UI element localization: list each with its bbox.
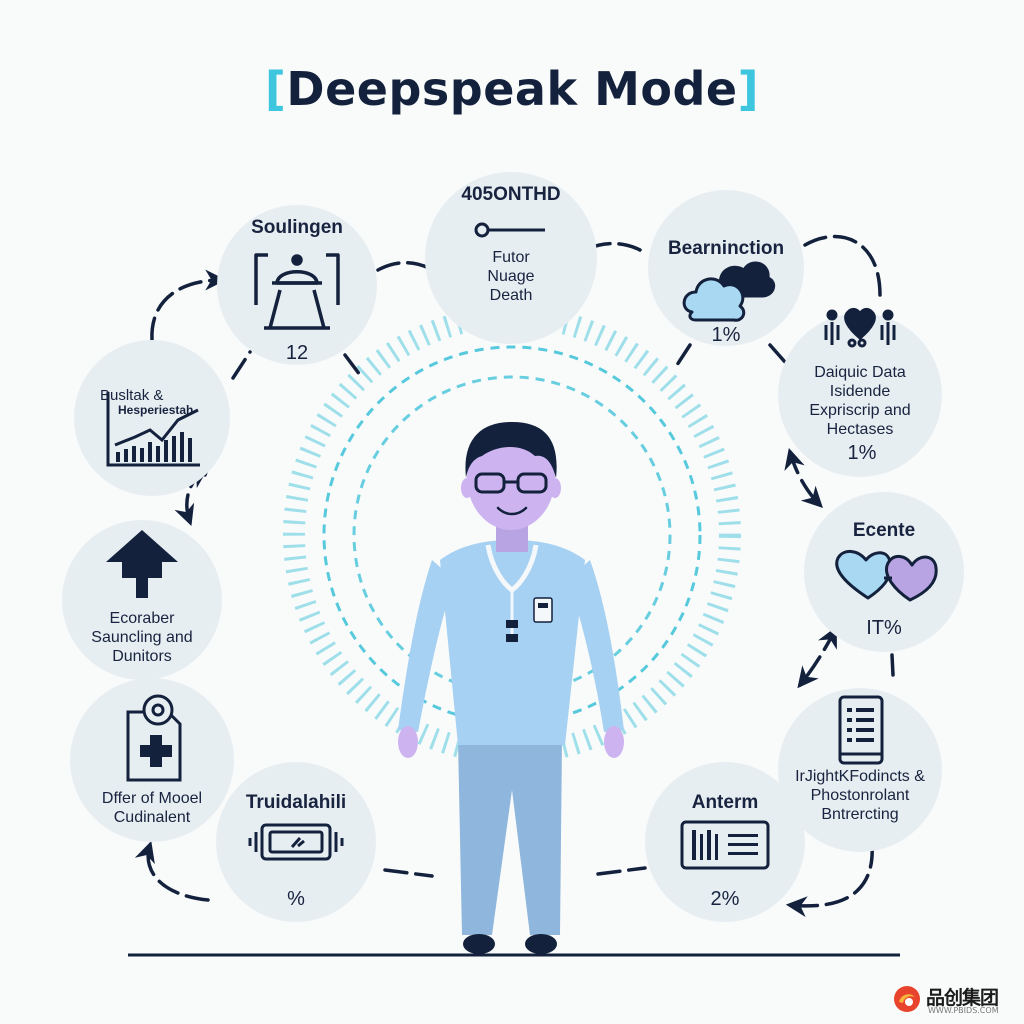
- node-right-lower-circle: [778, 688, 942, 852]
- arrow-bottom-left-spoke: [383, 868, 434, 878]
- node-left-middle-line-1: Ecoraber: [109, 610, 175, 627]
- bar-chart-icon: [106, 392, 200, 467]
- left-arm: [398, 560, 455, 732]
- node-top-right-value: 1%: [711, 324, 741, 346]
- node-top-left-circle: [217, 205, 377, 365]
- node-left-lower-line-1: Dffer of Mooel: [101, 790, 203, 807]
- node-top-right-circle: [648, 190, 804, 346]
- id-badge: [533, 597, 553, 623]
- hair: [465, 422, 557, 478]
- arrow-bottom-right-spoke: [596, 866, 647, 876]
- pants: [458, 740, 562, 935]
- node-left-upper-line-1: Busltak &: [100, 387, 164, 404]
- arrow-left-lower-up: [134, 840, 210, 902]
- node-top-center-line-1: Futor: [492, 249, 530, 266]
- house-arrow-icon: [106, 530, 178, 598]
- arrow-top-right-out: [803, 234, 882, 297]
- shirt: [440, 540, 585, 745]
- node-bottom-left-heading: Truidalahili: [245, 792, 347, 813]
- two-hearts-icon: [835, 550, 938, 602]
- left-ear: [461, 478, 473, 498]
- node-right-upper-line-3: Expriscrip and: [809, 402, 911, 419]
- node-top-center-line-2: Nuage: [487, 268, 535, 285]
- node-right-middle-value: IT%: [866, 617, 902, 639]
- smile: [496, 506, 528, 516]
- node-left-upper-circle: [74, 340, 230, 496]
- right-ear: [549, 478, 561, 498]
- title-open-bracket: [: [264, 62, 287, 116]
- node-top-center-line-3: Death: [489, 287, 533, 304]
- node-right-upper-value: 1%: [847, 442, 877, 464]
- node-left-lower-line-2: Cudinalent: [113, 809, 191, 826]
- node-left-middle-line-2: Sauncling and: [91, 629, 193, 646]
- node-top-left-value: 12: [285, 342, 309, 364]
- node-bottom-right-value: 2%: [710, 888, 740, 910]
- arrow-right-lower-in: [785, 843, 874, 918]
- node-bottom-left-value: %: [287, 888, 305, 910]
- node-left-lower-text: Dffer of Mooel Cudinalent: [72, 789, 232, 827]
- arrow-center-spoke-b: [673, 343, 692, 370]
- title-text: Deepspeak Mode: [286, 62, 738, 116]
- smartphone-list-icon: [838, 695, 884, 765]
- node-left-upper-line-2: Hesperiestah: [118, 403, 194, 417]
- left-shoe: [463, 934, 495, 954]
- node-left-middle-circle: [62, 520, 222, 680]
- barcode-panel-icon: [680, 820, 770, 870]
- key-line-icon: [474, 222, 545, 238]
- node-top-left-heading: Soulingen: [251, 217, 343, 238]
- node-top-center-circle: [425, 172, 597, 344]
- film-strip-icon: [248, 823, 344, 861]
- node-left-middle-line-3: Dunitors: [112, 648, 172, 665]
- node-right-upper-line-1: Daiquic Data: [814, 364, 906, 381]
- medical-document-icon: [126, 694, 182, 782]
- node-left-middle-text: Ecoraber Sauncling and Dunitors: [62, 609, 222, 666]
- watermark-name: 品创集团: [926, 987, 999, 1009]
- glasses: [474, 472, 548, 494]
- node-right-lower-line-1: IrJightKFodincts &: [795, 768, 925, 785]
- node-top-center-text: Futor Nuage Death: [451, 248, 571, 305]
- right-hand: [604, 726, 624, 758]
- title-close-bracket: ]: [737, 62, 760, 116]
- node-left-upper-text: Busltak & Hesperiestah: [100, 388, 230, 418]
- arrow-top-left-spoke: [231, 350, 252, 380]
- node-top-right-heading: Bearninction: [667, 238, 785, 259]
- arrow-center-spoke-a: [343, 353, 362, 377]
- right-arm: [568, 560, 624, 732]
- node-right-upper-line-2: Isidende: [829, 383, 891, 400]
- arrow-right-middle-down: [797, 626, 837, 689]
- node-right-lower-line-3: Bntrercting: [821, 806, 899, 823]
- node-bottom-right-circle: [645, 762, 805, 922]
- node-right-middle-heading: Ecente: [852, 520, 916, 541]
- page-title: [Deepspeak Mode]: [0, 62, 1024, 116]
- cloud-icon: [682, 261, 776, 322]
- people-heart-icon: [824, 307, 896, 348]
- node-top-center-heading: 405ONTHD: [461, 184, 561, 205]
- logo-swirl-icon: [894, 986, 920, 1012]
- doctor-figure: [398, 422, 624, 954]
- right-shoe: [525, 934, 557, 954]
- dome-bell-icon: [254, 253, 340, 330]
- arrow-right-lower-spoke: [890, 653, 895, 677]
- node-bottom-right-heading: Anterm: [691, 792, 759, 813]
- arrow-right-spoke: [768, 343, 787, 364]
- arrow-right-upper-down: [784, 447, 823, 508]
- arrow-left-upper-to-top-left: [150, 269, 227, 342]
- node-right-lower-text: IrJightKFodincts & Phostonrolant Bntrerc…: [775, 767, 945, 824]
- node-right-upper-text: Daiquic Data Isidende Expriscrip and Hec…: [780, 363, 940, 439]
- node-right-lower-line-2: Phostonrolant: [810, 787, 910, 804]
- watermark-url: WWW.PBIDS.COM: [928, 1006, 999, 1015]
- node-right-upper-circle: [778, 313, 942, 477]
- watermark-logo: 品创集团 WWW.PBIDS.COM: [892, 980, 1014, 1018]
- node-right-upper-line-4: Hectases: [826, 421, 894, 438]
- left-hand: [398, 726, 418, 758]
